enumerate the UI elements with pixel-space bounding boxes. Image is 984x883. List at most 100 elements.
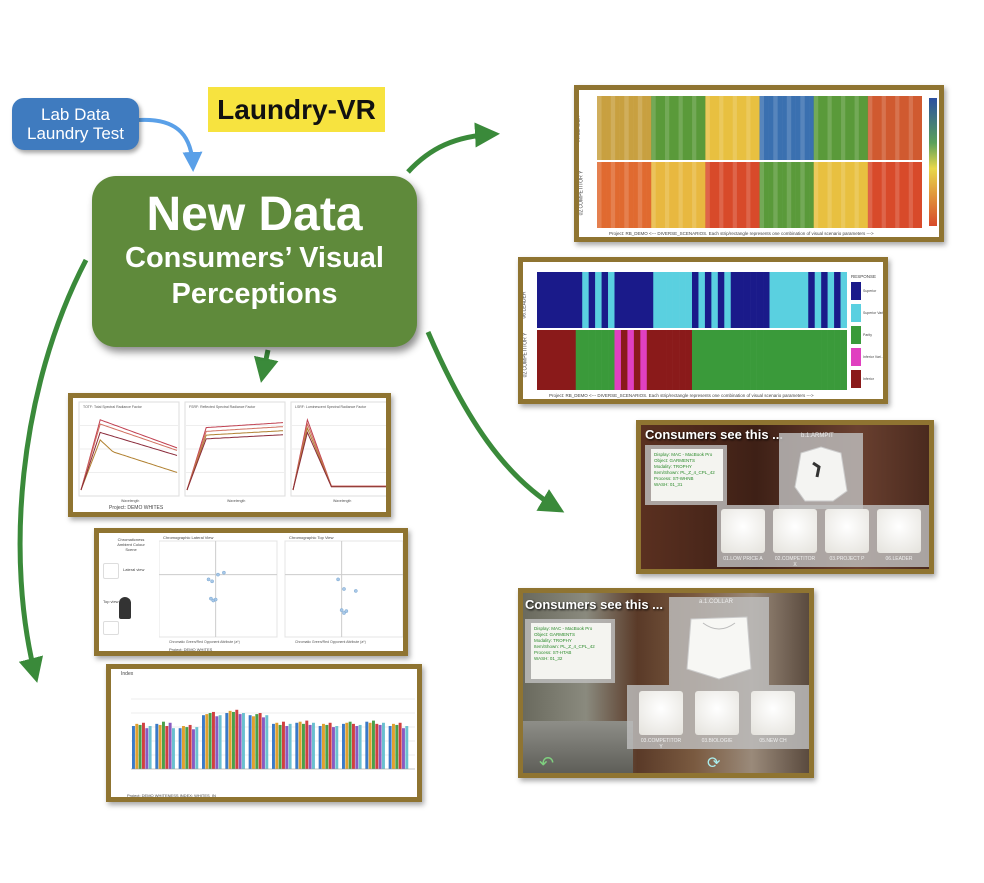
spectral-series-line <box>80 439 178 491</box>
vr-info-line: Object: GARMENTS <box>534 632 576 637</box>
scatter-point <box>222 570 226 575</box>
heatmap-1-cell <box>736 96 742 160</box>
heatmap-1-cell <box>606 96 611 160</box>
person-top-icon <box>119 597 131 619</box>
heatmap-1-cell <box>736 162 742 228</box>
heatmap-2-cell <box>827 272 835 328</box>
heatmap-2-cell <box>640 330 648 390</box>
heatmap-1-cell <box>827 162 833 228</box>
shirt-collar-image <box>686 616 752 680</box>
bar <box>322 723 325 769</box>
heatmap-1-cell <box>786 96 792 160</box>
bar <box>248 715 252 769</box>
bar <box>312 722 315 769</box>
heatmap-2-cell <box>608 330 615 390</box>
heatmap-1-cell <box>669 162 675 228</box>
heatmap-1-cell <box>777 162 783 228</box>
heatmap-2-cell <box>821 330 828 390</box>
heatmap-2-cell <box>801 330 809 390</box>
bar <box>378 724 382 769</box>
vr-option-shirt[interactable] <box>773 509 817 553</box>
heatmap-1-cell <box>646 96 652 160</box>
bar <box>305 720 309 769</box>
vr-option-label[interactable]: 02.COMPETITOR X <box>774 556 816 568</box>
heatmap-2-cell <box>633 330 641 390</box>
scatter-point <box>209 596 213 601</box>
bar <box>178 728 182 769</box>
heatmap-2-cell <box>704 330 712 390</box>
heatmap-1-cell <box>867 162 873 228</box>
heatmap-2-legend-item: Inferior Vari... <box>851 347 883 367</box>
heatmap-2-cell <box>782 272 790 328</box>
heatmap-2-cell <box>666 330 673 390</box>
vr-option-label[interactable]: 05.NEW CH <box>759 738 787 744</box>
heatmap-2-cell <box>808 330 816 390</box>
heatmap-2-cell <box>834 330 841 390</box>
bar-chart-title: Index <box>121 671 134 677</box>
heatmap-1-cell <box>804 162 810 228</box>
bar <box>148 726 152 769</box>
heatmap-2-cell <box>756 272 764 328</box>
vr-option-shirt[interactable] <box>877 509 921 553</box>
heatmap-2-cell <box>659 272 667 328</box>
heatmap-1-cell <box>795 162 801 228</box>
vr-option-label[interactable]: 03.BIOLOGIE <box>701 738 733 744</box>
vr-option-shirt[interactable] <box>721 509 765 553</box>
scatter-xlabel: Chromatic Green/Red Opponent Attribute (… <box>295 640 366 644</box>
back-arrow-icon[interactable]: ↶ <box>539 753 555 773</box>
heatmap-1-cell <box>723 96 729 160</box>
heatmap-1-cell <box>628 96 634 160</box>
spectral-xlabel: Wavelength <box>333 499 351 503</box>
vr-info-line: WASH: 01_32 <box>534 656 563 661</box>
bar <box>168 722 172 769</box>
heatmap-1-cell <box>831 96 837 160</box>
heatmap-2-cell <box>730 330 738 390</box>
heatmap-2-cell <box>775 330 783 390</box>
bar <box>202 715 205 769</box>
vr-option-label[interactable]: 06.LEADER <box>885 556 913 562</box>
heatmap-1-cell <box>682 162 688 228</box>
heatmap-2-cell <box>646 272 654 328</box>
heatmap-1-cell <box>628 162 634 228</box>
heatmap-2-legend-item: Parity <box>851 325 883 345</box>
heatmap-1-cell <box>890 162 896 228</box>
bar <box>368 722 372 769</box>
bar <box>162 721 165 769</box>
vr-option-label[interactable]: 01.LOW PRICE A <box>723 556 763 562</box>
new-data-box: New Data Consumers’ Visual Perceptions <box>92 176 417 347</box>
heatmap-1-cell <box>773 96 778 160</box>
arrow-center-to-barchart <box>17 258 89 683</box>
vr-option-label[interactable]: 03.COMPETITOR Y <box>640 738 682 750</box>
heatmap-1-cell <box>858 96 864 160</box>
vr-option-shirt[interactable] <box>825 509 869 553</box>
scatter-point <box>344 609 349 613</box>
heatmap-1-cell <box>867 96 873 160</box>
heatmap-2-cell <box>582 272 589 328</box>
bar <box>255 714 259 769</box>
heatmap-2-cell <box>788 272 796 328</box>
heatmap-2-cell <box>653 330 661 390</box>
vr-option-shirt[interactable] <box>639 691 683 735</box>
vr-option-shirt[interactable] <box>695 691 739 735</box>
bar <box>365 721 369 769</box>
heatmap-2-cell <box>782 330 790 390</box>
bar <box>282 721 285 769</box>
heatmap-2-cell <box>543 272 551 328</box>
legend-swatch <box>851 370 861 388</box>
recenter-icon[interactable]: ⟳ <box>707 755 721 772</box>
vr-info-line: Item/Shown: PL_Z_4_CPL_42 <box>654 470 715 475</box>
heatmap-1-cell <box>655 162 661 228</box>
scatter-panel-title: Chromographic Lateral View <box>163 535 214 540</box>
heatmap-2-cell <box>769 272 777 328</box>
vr-scene-2-heading: Consumers see this ... <box>525 597 663 612</box>
heatmap-1-cell <box>660 162 666 228</box>
heatmap-2-cell <box>620 272 628 328</box>
bar <box>135 723 139 769</box>
vr-option-label[interactable]: 03.PROJECT P <box>829 556 865 562</box>
vr-option-shirt[interactable] <box>751 691 795 735</box>
scatter-xlabel: Chromatic Green/Red Opponent Attribute (… <box>169 640 240 644</box>
heatmap-1-cell <box>777 96 783 160</box>
heatmap-1-cell <box>768 96 774 160</box>
heatmap-2-row-label-2: 02.COMPETITOR Y <box>522 332 529 378</box>
